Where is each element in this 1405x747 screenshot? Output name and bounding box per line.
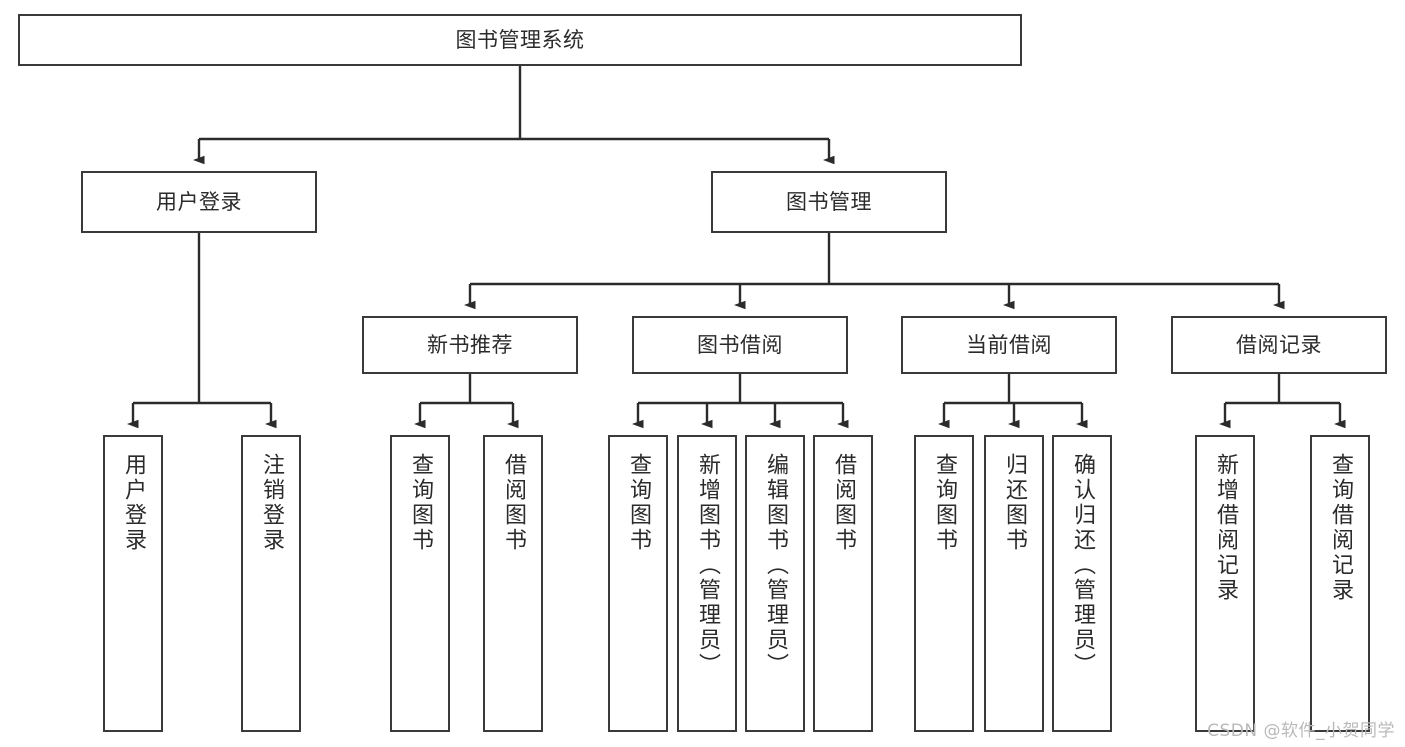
node-label: 新增图书（管理员）: [695, 453, 720, 678]
node-l3-b2[interactable]: 借阅图书: [483, 435, 543, 732]
node-l3-c3[interactable]: 编辑图书（管理员）: [745, 435, 805, 732]
node-label: 查询图书: [932, 453, 957, 553]
node-label: 新书推荐: [427, 332, 513, 357]
node-l1-login[interactable]: 用户登录: [81, 171, 317, 233]
node-label: 编辑图书（管理员）: [763, 453, 788, 678]
node-label: 新增借阅记录: [1213, 453, 1238, 603]
node-l3-c4[interactable]: 借阅图书: [813, 435, 873, 732]
node-root[interactable]: 图书管理系统: [18, 14, 1022, 66]
node-label: 查询图书: [408, 453, 433, 553]
node-l3-b1[interactable]: 查询图书: [390, 435, 450, 732]
node-label: 图书管理系统: [455, 27, 585, 52]
node-label: 用户登录: [121, 453, 146, 553]
node-l2-borrow[interactable]: 图书借阅: [632, 316, 848, 374]
node-l3-c2[interactable]: 新增图书（管理员）: [677, 435, 737, 732]
node-l3-c1[interactable]: 查询图书: [608, 435, 668, 732]
node-l1-books[interactable]: 图书管理: [711, 171, 947, 233]
node-label: 借阅图书: [831, 453, 856, 553]
node-label: 查询借阅记录: [1328, 453, 1353, 603]
node-label: 图书管理: [786, 189, 872, 214]
watermark-text: CSDN @软件_小贺同学: [1207, 721, 1395, 741]
node-l3-e2[interactable]: 查询借阅记录: [1310, 435, 1370, 732]
node-l3-a2[interactable]: 注销登录: [241, 435, 301, 732]
node-l3-e1[interactable]: 新增借阅记录: [1195, 435, 1255, 732]
node-label: 归还图书: [1002, 453, 1027, 553]
node-label: 借阅记录: [1236, 332, 1322, 357]
node-label: 确认归还（管理员）: [1070, 453, 1095, 678]
node-label: 借阅图书: [501, 453, 526, 553]
node-l2-current[interactable]: 当前借阅: [901, 316, 1117, 374]
node-label: 注销登录: [259, 453, 284, 553]
node-label: 当前借阅: [966, 332, 1052, 357]
node-l3-d2[interactable]: 归还图书: [984, 435, 1044, 732]
node-label: 图书借阅: [697, 332, 783, 357]
node-l3-a1[interactable]: 用户登录: [103, 435, 163, 732]
node-label: 用户登录: [156, 189, 242, 214]
node-l3-d1[interactable]: 查询图书: [914, 435, 974, 732]
node-label: 查询图书: [626, 453, 651, 553]
node-l2-newbook[interactable]: 新书推荐: [362, 316, 578, 374]
node-l3-d3[interactable]: 确认归还（管理员）: [1052, 435, 1112, 732]
node-l2-records[interactable]: 借阅记录: [1171, 316, 1387, 374]
